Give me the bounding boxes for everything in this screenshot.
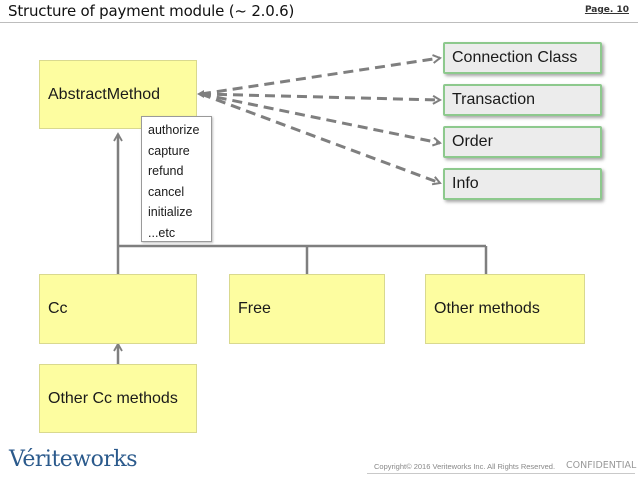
method-item: initialize [148,205,193,219]
method-item: cancel [148,184,185,199]
connection-class-box: Connection Class [443,42,602,74]
transaction-box: Transaction [443,84,602,116]
confidential-label: CONFIDENTIAL [566,460,637,471]
other-methods-label: Other methods [434,300,540,317]
connection-class-label: Connection Class [452,49,578,66]
method-item: ...etc [148,225,176,240]
cc-box: Cc [39,274,197,344]
abstract-method-label: AbstractMethod [48,85,161,103]
free-box: Free [229,274,385,344]
free-label: Free [238,300,271,317]
dependency-arrows [200,58,440,183]
dep-order [200,92,440,143]
title-divider [0,22,638,23]
veriteworks-logo: Vériteworks [9,447,138,472]
cc-label: Cc [48,300,68,317]
info-box: Info [443,168,602,200]
method-item: capture [148,143,190,158]
footer-divider [367,473,635,474]
order-box: Order [443,126,602,158]
dep-info [200,92,440,183]
dep-connection-class [200,58,440,96]
page-number: Page. 10 [584,5,629,15]
page-title: Structure of payment module (~ 2.0.6) [8,2,295,20]
method-item: refund [148,164,184,178]
other-cc-methods-label: Other Cc methods [48,389,178,407]
dep-transaction [200,92,440,100]
other-methods-box: Other methods [425,274,585,344]
transaction-label: Transaction [452,91,535,108]
inheritance-lines [113,132,488,364]
info-label: Info [452,175,479,192]
method-item: authorize [148,123,200,137]
other-cc-methods-box: Other Cc methods [39,364,197,433]
copyright-text: Copyright© 2016 Veriteworks Inc. All Rig… [374,462,556,471]
order-label: Order [452,133,493,150]
method-list: authorize capture refund cancel initiali… [141,116,212,242]
dep-origin-tip [197,90,204,98]
abstract-method-box: AbstractMethod [39,60,197,129]
